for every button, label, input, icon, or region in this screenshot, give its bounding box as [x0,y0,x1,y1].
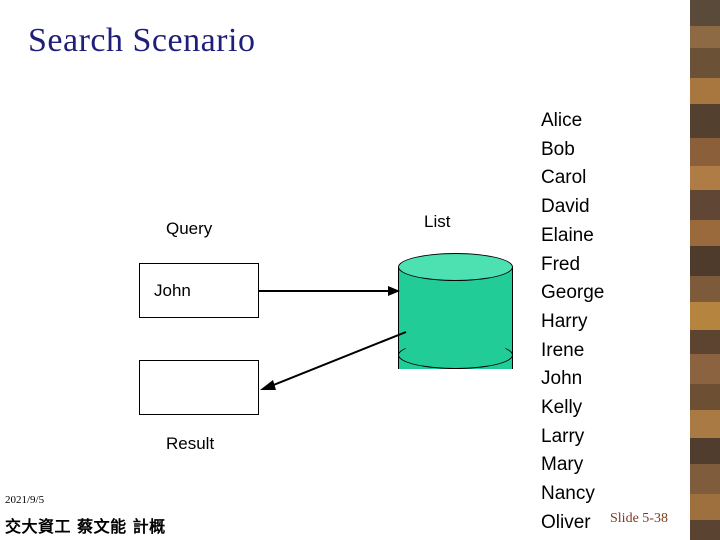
list-item: John [541,368,583,390]
page-title: Search Scenario [28,22,256,59]
result-label: Result [166,434,215,453]
list-item: Harry [541,310,588,332]
decorative-photo-strip [690,0,720,540]
cylinder-bottom [398,341,513,369]
list-item: Bob [541,138,575,160]
list-item: George [541,282,605,304]
query-label: Query [166,219,213,238]
list-item: Alice [541,110,583,131]
cylinder-database-icon [398,253,513,383]
list-item: David [541,196,590,218]
list-item: Nancy [541,483,595,505]
list-item: Fred [541,253,581,275]
slide-number: Slide 5-38 [610,511,668,526]
list-item: Carol [541,167,587,189]
list-item: Irene [541,339,585,361]
name-list: Alice Bob Carol David Elaine Fred George… [541,107,604,538]
list-label: List [424,212,451,231]
footer-date: 2021/9/5 [5,494,45,506]
list-item: Elaine [541,224,594,246]
list-item: Larry [541,425,585,447]
list-item: Mary [541,454,584,476]
list-item: Kelly [541,397,583,419]
cylinder-top [398,253,513,281]
list-item: Oliver [541,511,591,533]
footer-organization: 交大資工 蔡文能 計概 [5,517,166,536]
result-box[interactable] [139,360,259,415]
query-box[interactable]: John [139,263,259,318]
query-box-value: John [154,281,191,300]
